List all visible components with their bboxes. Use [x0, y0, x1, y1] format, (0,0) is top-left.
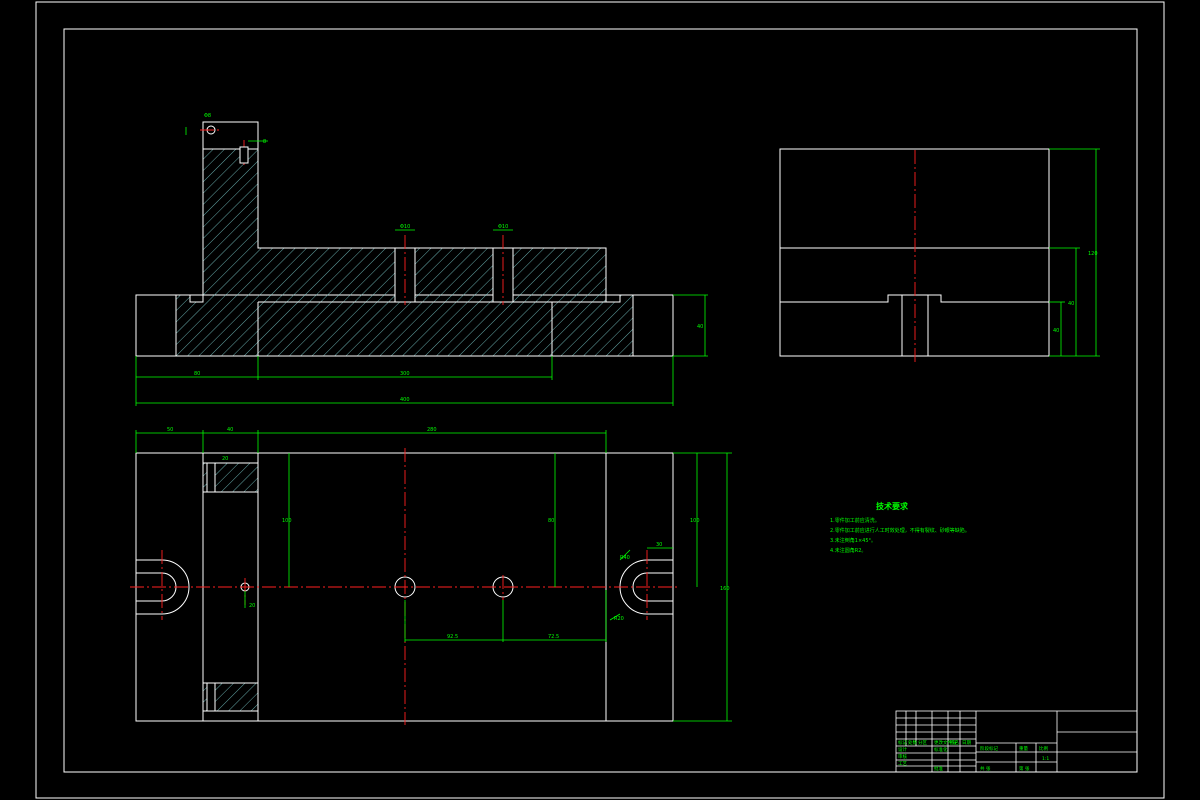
side-dim-lower-text: 40 — [1053, 328, 1059, 334]
dim-total-text: 400 — [400, 397, 410, 403]
tb-cell-2: 分区 — [918, 739, 927, 746]
dim-total-h-text: 160 — [720, 586, 730, 592]
dim-cb-text: 20 — [222, 456, 228, 462]
tech-req-line-1: 1.零件加工前应清洗。 — [830, 517, 880, 524]
tb-cell-3: 更改文件号 — [934, 739, 957, 746]
tb-cell-7: 标准化 — [934, 746, 948, 753]
technical-requirements: 技术要求 1.零件加工前应清洗。 2.零件加工前应进行人工时效处理，不得有裂纹、… — [830, 501, 970, 554]
tb-cell-6: 设计 — [898, 746, 907, 753]
tech-req-title: 技术要求 — [876, 501, 909, 511]
dim-left-seg-text: 80 — [194, 371, 200, 377]
dim-spacing2-text: 72.5 — [548, 634, 559, 640]
side-dim-total-text: 120 — [1088, 251, 1098, 257]
side-step — [780, 294, 1049, 303]
dim-spacing1-text: 92.5 — [447, 634, 458, 640]
tb-cell-4: 签名 — [950, 739, 959, 746]
tb-cell-15: 第 张 — [1019, 765, 1030, 772]
dim-slotw-text: 8 — [263, 139, 266, 145]
side-dim-upper-text: 40 — [1068, 301, 1074, 307]
dim-r-inner-leader — [609, 613, 621, 621]
dim-b-text: 40 — [227, 427, 233, 433]
tb-cell-11: 阶段标记 — [980, 745, 998, 752]
dim-r-inner-text: R20 — [614, 616, 624, 622]
side-outline — [779, 148, 1050, 357]
dim-slot1-text: Φ10 — [400, 224, 410, 230]
tb-outline — [895, 710, 1138, 773]
tb-cell-8: 审核 — [898, 753, 907, 760]
dim-c-text: 280 — [427, 427, 437, 433]
dim-a-text: 50 — [167, 427, 173, 433]
tb-cell-16: 1:1 — [1042, 756, 1049, 762]
tb-cell-1: 处数 — [908, 739, 917, 746]
front-view: Φ10 Φ10 Φ8 8 40 80 300 400 — [135, 113, 708, 406]
dim-hmid-text: 80 — [548, 518, 554, 524]
tech-req-line-2: 2.零件加工前应进行人工时效处理，不得有裂纹、砂眼等缺陷。 — [830, 527, 970, 534]
front-column-top — [202, 121, 259, 150]
title-block: 标记 处数 分区 更改文件号 签名 日期 设计 标准化 审核 工艺 批准 阶段标… — [895, 710, 1138, 773]
tb-cell-12: 重量 — [1019, 745, 1028, 752]
outer-border — [35, 1, 1165, 799]
dim-small-text: 20 — [249, 603, 255, 609]
tb-cell-14: 共 张 — [980, 765, 991, 772]
side-view: 120 40 40 — [779, 148, 1100, 362]
dim-slot2-text: Φ10 — [498, 224, 508, 230]
dim-r-outer-text: R40 — [620, 555, 630, 561]
tb-cell-10: 批准 — [934, 765, 943, 772]
pocket-top-slot — [206, 462, 216, 493]
tb-cell-0: 标记 — [898, 739, 907, 746]
front-right-hatch — [551, 294, 634, 357]
tb-cell-5: 日期 — [962, 740, 971, 746]
dim-mid-seg-text: 300 — [400, 371, 410, 377]
tb-cell-13: 比例 — [1039, 745, 1048, 752]
dim-height-text: 40 — [697, 324, 703, 330]
column-slot — [239, 146, 249, 164]
top-view: 50 40 280 20 100 80 100 160 92.5 72.5 20… — [130, 427, 732, 725]
tech-req-line-3: 3.未注倒角1×45°。 — [830, 537, 876, 544]
dim-r-outer-leader — [619, 549, 631, 561]
tb-cell-9: 工艺 — [898, 761, 907, 767]
front-section-hatch — [175, 148, 607, 357]
tech-req-line-4: 4.未注圆角R2。 — [830, 547, 866, 554]
dim-hright-text: 100 — [690, 518, 700, 524]
dim-hleft-text: 100 — [282, 518, 292, 524]
pocket-bottom-slot — [206, 682, 216, 712]
dim-pin-text: Φ8 — [204, 113, 211, 119]
dim-w30-text: 30 — [656, 542, 662, 548]
inner-border — [63, 28, 1138, 773]
